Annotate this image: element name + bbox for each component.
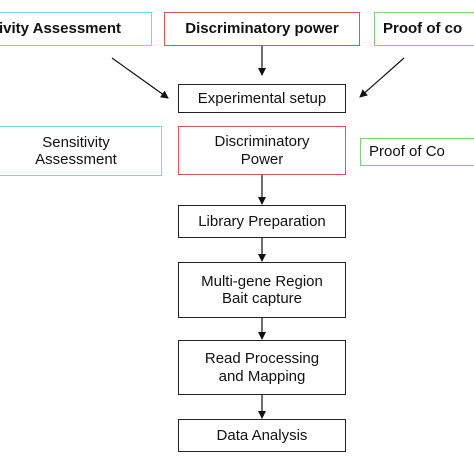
middle-sensitivity-line1: Sensitivity <box>42 133 110 151</box>
experimental-setup-box: Experimental setup <box>178 84 346 113</box>
top-proof-box: Proof of co <box>374 12 474 46</box>
bait-capture-box: Multi-gene Region Bait capture <box>178 262 346 318</box>
data-analysis-label: Data Analysis <box>216 426 308 444</box>
middle-proof-label: Proof of Co <box>369 143 445 161</box>
top-discriminatory-label: Discriminatory power <box>185 20 339 38</box>
top-sensitivity-label: ivity Assessment <box>0 20 122 38</box>
library-preparation-label: Library Preparation <box>198 212 326 230</box>
read-processing-box: Read Processing and Mapping <box>178 340 346 395</box>
middle-sensitivity-box: Sensitivity Assessment <box>0 126 162 176</box>
bait-capture-label: Multi-gene Region Bait capture <box>201 273 323 308</box>
experimental-setup-label: Experimental setup <box>197 89 327 107</box>
read-processing-line2: and Mapping <box>218 367 306 385</box>
bait-capture-line2: Bait capture <box>221 290 303 307</box>
middle-proof-box: Proof of Co <box>360 138 474 166</box>
top-proof-label: Proof of co <box>383 20 463 38</box>
middle-sensitivity-label: Sensitivity Assessment <box>35 134 117 169</box>
top-sensitivity-box: ivity Assessment <box>0 12 152 46</box>
read-processing-line1: Read Processing <box>204 350 320 368</box>
middle-discriminatory-box: Discriminatory Power <box>178 126 346 175</box>
middle-sensitivity-line2: Assessment <box>35 151 117 168</box>
top-discriminatory-box: Discriminatory power <box>164 12 360 46</box>
middle-discriminatory-label: Discriminatory Power <box>214 133 309 168</box>
read-processing-label: Read Processing and Mapping <box>205 350 319 385</box>
library-preparation-box: Library Preparation <box>178 205 346 238</box>
middle-discriminatory-line2: Power <box>240 150 284 168</box>
arrow-sensitivity-to-setup <box>111 57 169 99</box>
middle-discriminatory-line1: Discriminatory <box>214 133 310 151</box>
arrow-proof-to-setup <box>359 57 405 98</box>
bait-capture-line1: Multi-gene Region <box>201 272 323 290</box>
data-analysis-box: Data Analysis <box>178 419 346 452</box>
